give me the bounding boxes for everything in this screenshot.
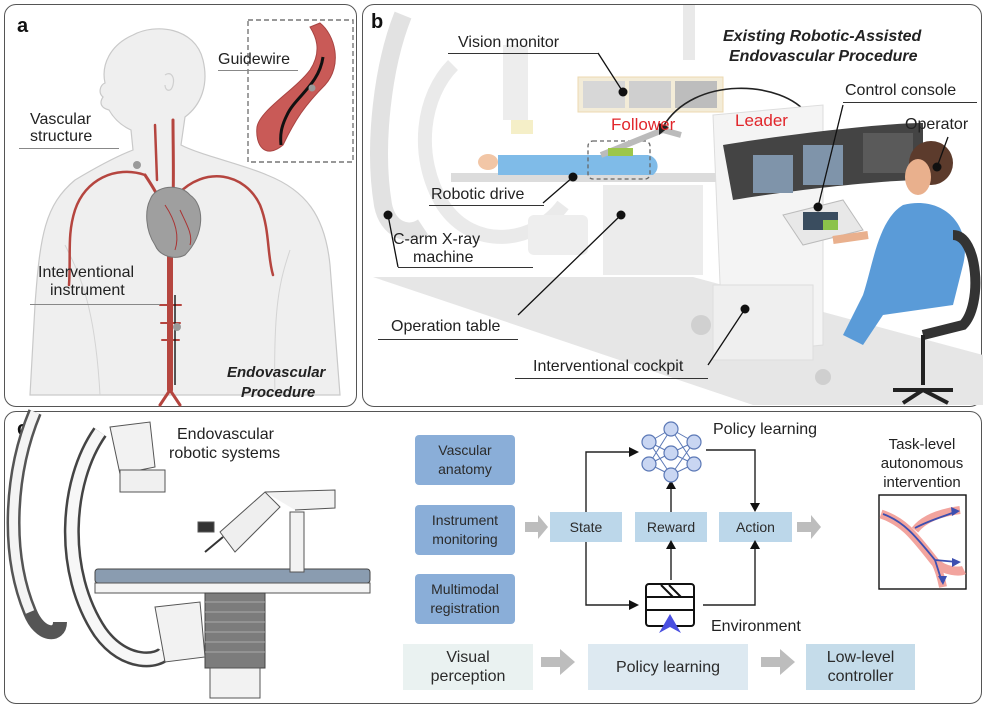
vessel-path-icon bbox=[879, 506, 967, 588]
input-line: Multimodal bbox=[431, 581, 499, 597]
label-vascular-structure-2: structure bbox=[30, 128, 93, 145]
output-line: intervention bbox=[883, 474, 961, 491]
navigation-arrow-icon bbox=[659, 614, 681, 633]
output-line: autonomous bbox=[880, 455, 964, 472]
leader-robotic-drive bbox=[429, 205, 544, 207]
system-title-1: Endovascular bbox=[177, 426, 274, 443]
human-body-illustration bbox=[29, 19, 354, 407]
input-line: Instrument bbox=[431, 512, 499, 528]
robotic-system-illustration bbox=[6, 409, 371, 699]
pipeline-low-level-controller: Low-level controller bbox=[806, 644, 915, 690]
input-vascular-anatomy: Vascular anatomy bbox=[415, 435, 515, 485]
pipeline-line: Low-level bbox=[826, 649, 895, 666]
label-operator: Operator bbox=[905, 116, 969, 133]
pipeline-line: controller bbox=[827, 668, 894, 685]
panel-label-a: a bbox=[17, 15, 29, 37]
neural-network-icon bbox=[641, 421, 702, 483]
label-operation-table: Operation table bbox=[391, 318, 501, 335]
pipeline-line: Visual bbox=[446, 649, 490, 666]
cath-lab-illustration bbox=[370, 5, 983, 405]
label-guidewire: Guidewire bbox=[218, 51, 291, 68]
label-follower: Follower bbox=[611, 115, 676, 134]
panel-label-b: b bbox=[371, 11, 384, 33]
input-line: registration bbox=[430, 600, 500, 616]
leader-operation-table bbox=[378, 339, 518, 341]
arrow-inputs-to-state bbox=[525, 515, 548, 539]
caption-endovascular: Endovascular bbox=[227, 364, 326, 381]
leader-guidewire bbox=[218, 70, 298, 72]
output-line: Task-level bbox=[888, 436, 956, 453]
label-environment: Environment bbox=[711, 618, 801, 635]
label-interventional-cockpit: Interventional cockpit bbox=[533, 358, 684, 375]
input-multimodal-registration: Multimodal registration bbox=[415, 574, 515, 624]
label-leader: Leader bbox=[735, 111, 788, 130]
title-existing-robotic-assisted: Existing Robotic-Assisted bbox=[723, 28, 922, 45]
label-policy-learning: Policy learning bbox=[713, 421, 818, 438]
output-title: Task-level autonomous intervention bbox=[867, 435, 977, 492]
reward-box: Reward bbox=[635, 512, 707, 542]
pipeline-visual-perception: Visual perception bbox=[403, 644, 533, 690]
action-box: Action bbox=[719, 512, 792, 542]
label-robotic-drive: Robotic drive bbox=[431, 186, 525, 203]
leader-interventional-cockpit bbox=[515, 378, 708, 380]
arrow-action-to-output bbox=[797, 515, 821, 539]
state-box: State bbox=[550, 512, 622, 542]
label-control-console: Control console bbox=[845, 82, 957, 99]
input-line: Vascular bbox=[438, 442, 492, 458]
label-c-arm-2: machine bbox=[413, 249, 474, 266]
pipeline-line: perception bbox=[430, 668, 506, 685]
rl-loop-graphics bbox=[525, 421, 967, 675]
arrow-policy-to-controller bbox=[761, 649, 795, 675]
panel-a: a Guidewire Vascular struc bbox=[4, 4, 357, 407]
label-interventional-instrument-2: instrument bbox=[50, 282, 125, 299]
leader-c-arm bbox=[398, 267, 533, 269]
leader-vision-monitor bbox=[448, 53, 598, 55]
title-endovascular-procedure: Endovascular Procedure bbox=[729, 48, 918, 65]
panel-b: b bbox=[362, 4, 983, 407]
arrow-perception-to-policy bbox=[541, 649, 575, 675]
label-c-arm-1: C-arm X-ray bbox=[393, 231, 481, 248]
pipeline-line: Policy learning bbox=[615, 658, 721, 676]
input-line: monitoring bbox=[432, 531, 498, 547]
input-instrument-monitoring: Instrument monitoring bbox=[415, 505, 515, 555]
leader-control-console bbox=[843, 102, 977, 104]
caption-procedure: Procedure bbox=[241, 384, 316, 401]
label-interventional-instrument-1: Interventional bbox=[38, 264, 135, 281]
leader-interventional-instrument bbox=[30, 304, 160, 306]
pipeline-policy-learning: Policy learning bbox=[588, 644, 748, 690]
input-line: anatomy bbox=[438, 461, 492, 477]
label-vision-monitor: Vision monitor bbox=[458, 34, 560, 51]
leader-vascular-structure bbox=[19, 148, 119, 150]
system-title-2: robotic systems bbox=[169, 445, 281, 462]
label-vascular-structure-1: Vascular bbox=[30, 111, 92, 128]
